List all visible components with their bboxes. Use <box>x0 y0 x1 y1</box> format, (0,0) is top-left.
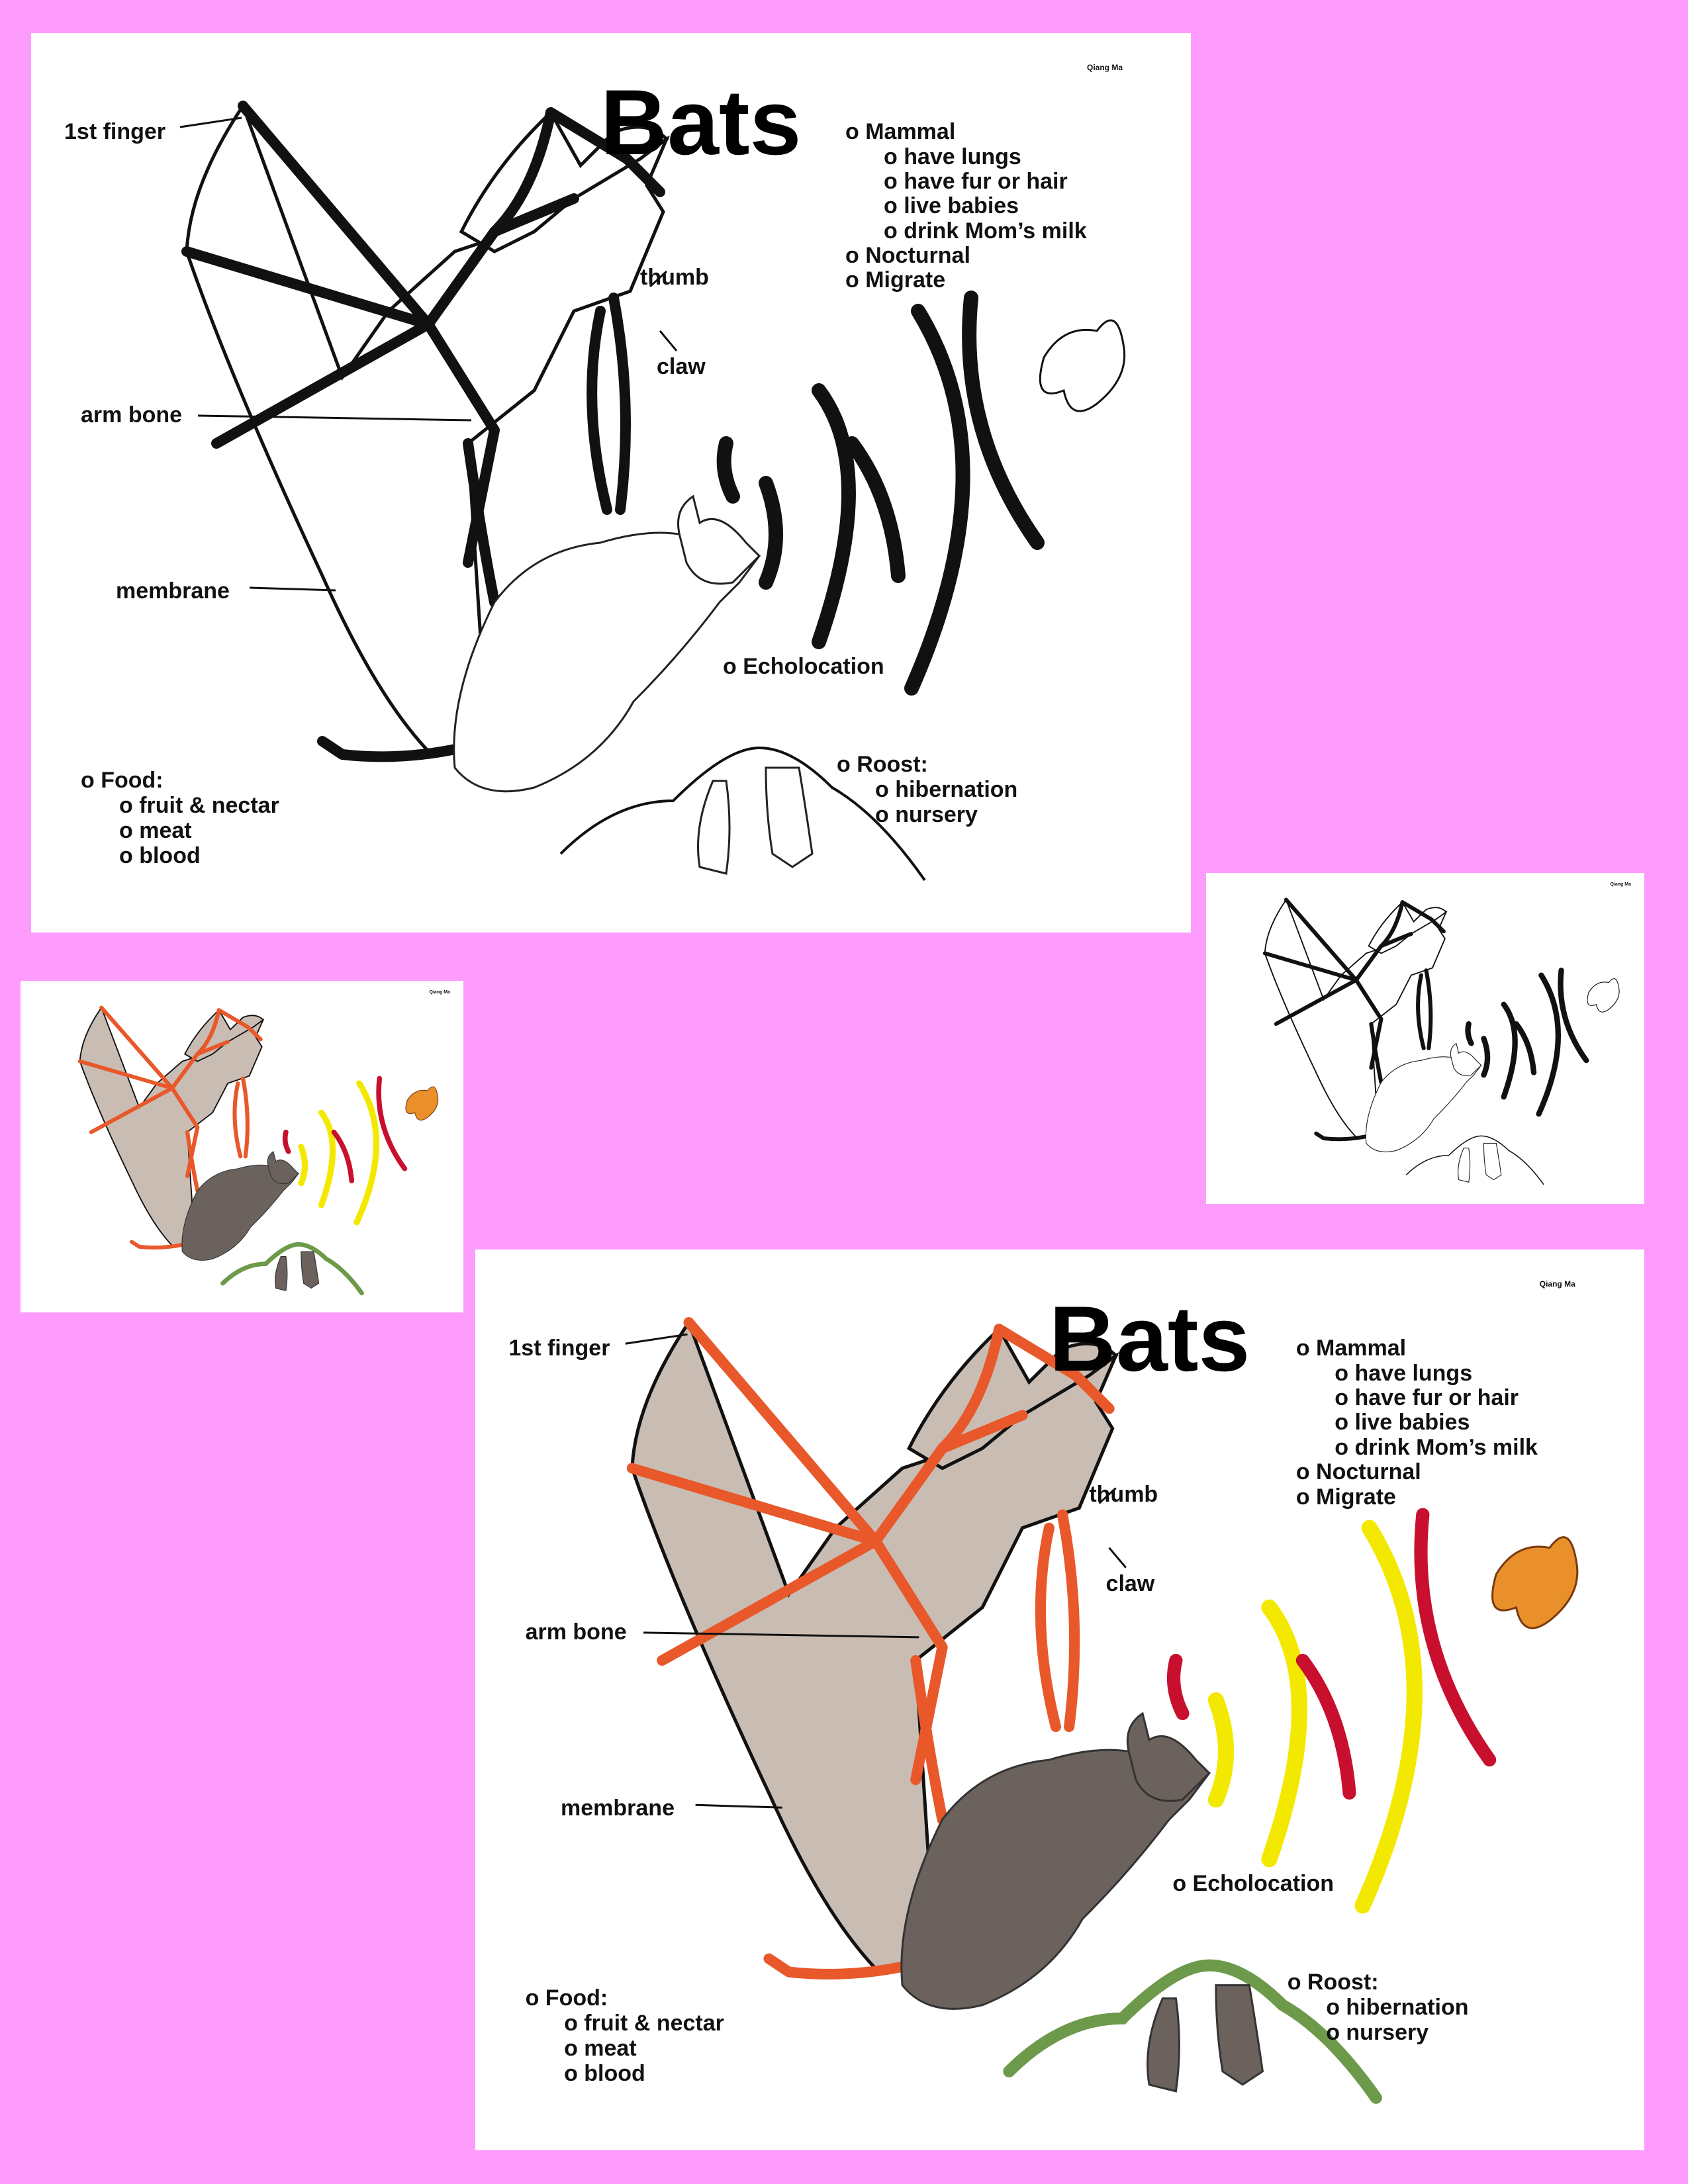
fact-nocturnal: o Nocturnal <box>1295 1459 1421 1485</box>
worksheet-outline-small: Bats Qiang Ma 1st finger thumb claw arm … <box>1206 873 1644 1204</box>
label-membrane: membrane <box>116 578 230 604</box>
wing-membrane <box>1264 898 1448 1138</box>
worksheet-color-small: Bats Qiang Ma 1st finger thumb claw arm … <box>21 981 463 1312</box>
roost-cave-ceiling <box>1405 1135 1544 1185</box>
food-fruit: o fruit & nectar <box>564 2010 724 2036</box>
food-heading: o Food: <box>525 1985 608 2011</box>
food-fruit: o fruit & nectar <box>119 793 279 818</box>
label-claw: claw <box>657 354 706 379</box>
fact-fur: o have fur or hair <box>884 169 1068 194</box>
bat-body <box>1365 1056 1482 1153</box>
label-first-finger: 1st finger <box>64 119 166 144</box>
hanging-bat-1 <box>1458 1148 1471 1183</box>
roost-cave-ceiling <box>220 1242 364 1296</box>
food-meat: o meat <box>564 2035 637 2061</box>
moth <box>1491 1536 1579 1629</box>
fact-lungs: o have lungs <box>884 144 1021 169</box>
label-echolocation: o Echolocation <box>723 654 884 679</box>
moth <box>405 1086 439 1121</box>
bat-body <box>900 1749 1211 2010</box>
label-leader-lines <box>1206 873 1644 1204</box>
author-name: Qiang Ma <box>429 990 450 995</box>
food-blood: o blood <box>119 843 201 868</box>
wing-membrane <box>79 1006 265 1246</box>
label-leader-lines <box>21 981 463 1312</box>
bat-body <box>181 1164 299 1261</box>
label-membrane: membrane <box>561 1796 675 1821</box>
worksheet-outline-large: Bats Qiang Ma 1st finger thumb claw arm … <box>31 33 1191 933</box>
food-blood: o blood <box>564 2060 645 2086</box>
fact-mammal: o Mammal <box>1295 1336 1407 1361</box>
echolocation-waves <box>716 291 1045 696</box>
label-claw: claw <box>1105 1570 1155 1596</box>
label-first-finger: 1st finger <box>508 1336 610 1361</box>
hanging-bat-1 <box>697 780 731 875</box>
roost-hibernation: o hibernation <box>875 777 1018 802</box>
roost-heading: o Roost: <box>1287 1969 1379 1995</box>
echolocation-waves <box>1465 968 1589 1117</box>
hanging-bat-2 <box>1215 1984 1264 2086</box>
bat-illustration <box>626 1317 1579 2104</box>
page-title: Bats <box>600 70 802 174</box>
echolocation-waves <box>1166 1508 1497 1914</box>
hanging-bat-1 <box>275 1256 288 1291</box>
roost-nursery: o nursery <box>1326 2019 1429 2045</box>
author-name: Qiang Ma <box>1610 882 1631 887</box>
label-arm-bone: arm bone <box>81 402 183 428</box>
wing-membrane <box>630 1318 1119 1971</box>
page-title: Bats <box>1049 1287 1250 1391</box>
fact-milk: o drink Mom’s milk <box>884 218 1087 244</box>
bat-body <box>453 531 761 793</box>
worksheet-color-large: Bats Qiang Ma 1st finger thumb claw arm … <box>475 1250 1644 2150</box>
bat-illustration <box>1262 897 1620 1185</box>
wing-membrane <box>185 102 670 753</box>
roost-cave-ceiling <box>559 746 926 882</box>
echolocation-waves <box>282 1075 408 1226</box>
bat-illustration <box>181 101 1126 882</box>
fact-lungs: o have lungs <box>1335 1361 1473 1387</box>
roost-cave-ceiling <box>1003 1959 1382 2104</box>
roost-heading: o Roost: <box>837 752 928 777</box>
moth <box>1587 978 1620 1013</box>
label-echolocation: o Echolocation <box>1172 1871 1335 1897</box>
hanging-bat-2 <box>1483 1142 1502 1181</box>
label-arm-bone: arm bone <box>525 1619 627 1645</box>
bat-head <box>1450 1042 1482 1076</box>
wing-bones <box>1262 897 1446 1142</box>
hanging-bat-2 <box>765 766 814 868</box>
food-meat: o meat <box>119 818 192 843</box>
hanging-bat-2 <box>301 1251 320 1289</box>
roost-hibernation: o hibernation <box>1326 1994 1469 2020</box>
moth <box>1039 319 1126 412</box>
author-name: Qiang Ma <box>1539 1279 1575 1289</box>
fact-mammal: o Mammal <box>845 119 956 144</box>
fact-fur: o have fur or hair <box>1335 1385 1519 1411</box>
wing-bones <box>181 101 665 762</box>
bat-head <box>267 1151 299 1185</box>
fact-migrate: o Migrate <box>1295 1484 1396 1510</box>
hanging-bat-1 <box>1147 1997 1180 2093</box>
fact-live-babies: o live babies <box>884 193 1019 218</box>
bat-head <box>1126 1711 1211 1802</box>
fact-nocturnal: o Nocturnal <box>845 243 970 268</box>
fact-migrate: o Migrate <box>845 267 946 293</box>
label-leader-lines <box>625 1333 1127 1809</box>
roost-nursery: o nursery <box>875 802 978 827</box>
fact-milk: o drink Mom’s milk <box>1335 1435 1538 1461</box>
wing-bones <box>626 1317 1115 1979</box>
author-name: Qiang Ma <box>1087 63 1123 72</box>
bat-head <box>677 494 761 585</box>
fact-live-babies: o live babies <box>1335 1410 1470 1435</box>
label-leader-lines <box>179 116 678 592</box>
wing-bones <box>77 1005 263 1250</box>
food-heading: o Food: <box>81 768 164 793</box>
bat-illustration <box>77 1005 439 1296</box>
